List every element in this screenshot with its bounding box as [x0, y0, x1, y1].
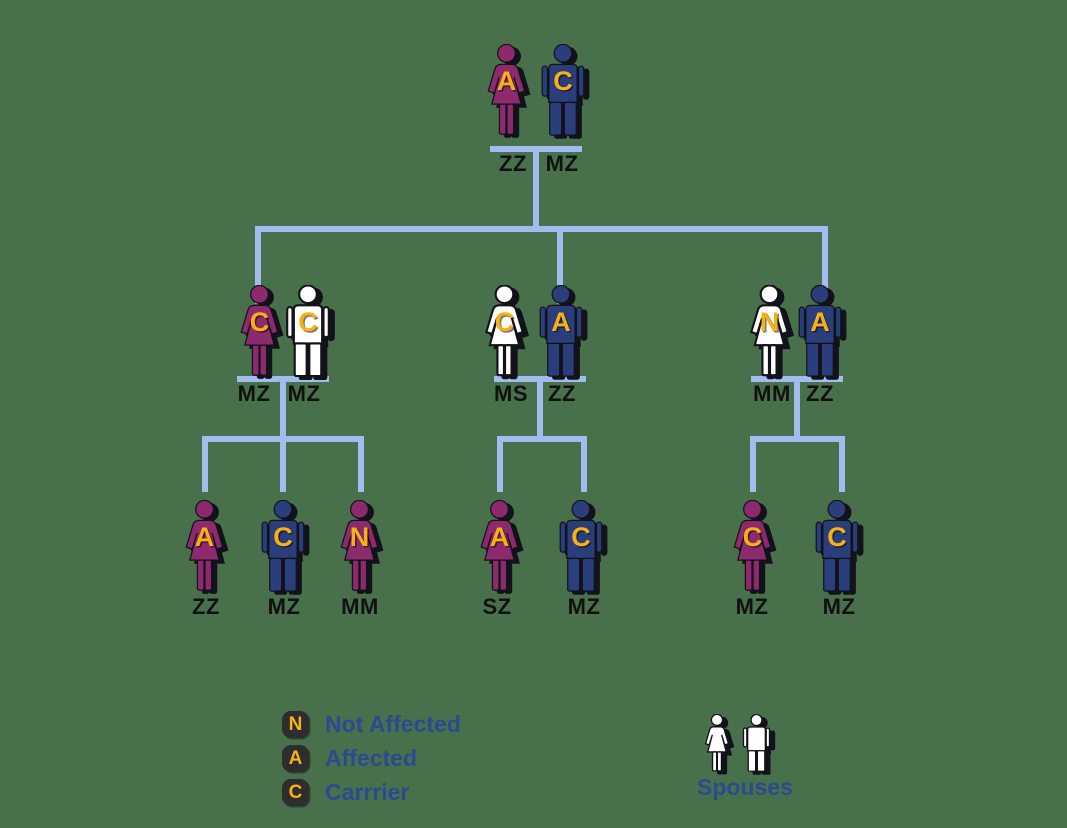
legend-key-label: Affected [325, 745, 418, 771]
spouses-label: Spouses [697, 774, 793, 800]
person-child-mid-2: C [556, 500, 606, 592]
connector-line [497, 436, 587, 442]
connector-line [822, 226, 828, 304]
connector-line [358, 436, 364, 492]
legend-key-label: Not Affected [325, 711, 461, 737]
legend-item-not-affected: N Not Affected [282, 711, 461, 738]
person-gen2-left-wife: C [231, 285, 288, 377]
person-gen2-left-husband: C [283, 285, 333, 377]
status-letter: C [553, 66, 573, 96]
status-letter: C [249, 307, 270, 337]
status-letter: C [827, 522, 847, 552]
person-gen1-father: C [538, 44, 588, 136]
legend-key-badge: A [282, 745, 309, 772]
person-gen2-mid-wife: C [476, 285, 533, 377]
status-letter: A [810, 307, 830, 337]
genotype-label: MZ [822, 594, 856, 619]
status-letter: A [489, 522, 510, 552]
genotype-label: MM [341, 594, 379, 619]
legend-key-badge: N [282, 711, 309, 738]
connector-line [839, 436, 845, 492]
status-letter: A [551, 307, 571, 337]
connector-line [280, 376, 286, 442]
status-letter: N [349, 522, 370, 552]
connector-line [750, 436, 756, 492]
status-letter: C [571, 522, 591, 552]
connector-line [497, 436, 503, 492]
genotype-label: MZ [237, 381, 271, 406]
status-letter: C [742, 522, 763, 552]
person-child-mid-1: A [471, 500, 528, 592]
person-gen2-right-husband: A [795, 285, 845, 377]
status-letter: A [194, 522, 215, 552]
genotype-label: MZ [287, 381, 321, 406]
genotype-label: ZZ [806, 381, 834, 406]
genotype-label: MS [494, 381, 528, 406]
connector-line [750, 436, 845, 442]
legend-item-carrier: C Carrrier [282, 779, 409, 806]
spouse-key-male [741, 714, 772, 772]
spouse-key-female [699, 714, 735, 772]
status-letter: N [759, 307, 780, 337]
genotype-label: MZ [267, 594, 301, 619]
connector-line [280, 436, 286, 492]
spouse-female-icon [699, 714, 735, 772]
spouse-male-icon [741, 714, 772, 772]
connector-line [794, 376, 800, 442]
genotype-label: MZ [545, 151, 579, 176]
status-letter: C [273, 522, 293, 552]
connector-line [202, 436, 208, 492]
person-child-left-2: C [258, 500, 308, 592]
person-gen2-mid-husband: A [536, 285, 586, 377]
status-letter: A [496, 66, 517, 96]
person-child-left-3: N [331, 500, 388, 592]
person-child-left-1: A [176, 500, 233, 592]
genotype-label: SZ [482, 594, 512, 619]
legend-item-affected: A Affected [282, 745, 417, 772]
person-gen1-mother: A [478, 44, 535, 136]
connector-line [581, 436, 587, 492]
person-child-right-1: C [724, 500, 781, 592]
genotype-label: ZZ [548, 381, 576, 406]
legend-key-badge: C [282, 779, 309, 806]
genotype-label: MZ [735, 594, 769, 619]
genotype-label: MZ [567, 594, 601, 619]
connector-line [255, 226, 828, 232]
person-child-right-2: C [812, 500, 862, 592]
connector-line [537, 376, 543, 442]
person-gen2-right-wife: N [741, 285, 798, 377]
genotype-label: ZZ [192, 594, 220, 619]
genotype-label: ZZ [499, 151, 527, 176]
connector-line [255, 226, 261, 304]
legend-key-label: Carrrier [325, 779, 410, 805]
status-letter: C [494, 307, 515, 337]
genotype-label: MM [753, 381, 791, 406]
status-letter: C [298, 307, 318, 337]
connector-line [557, 226, 563, 304]
connector-line [533, 146, 539, 232]
